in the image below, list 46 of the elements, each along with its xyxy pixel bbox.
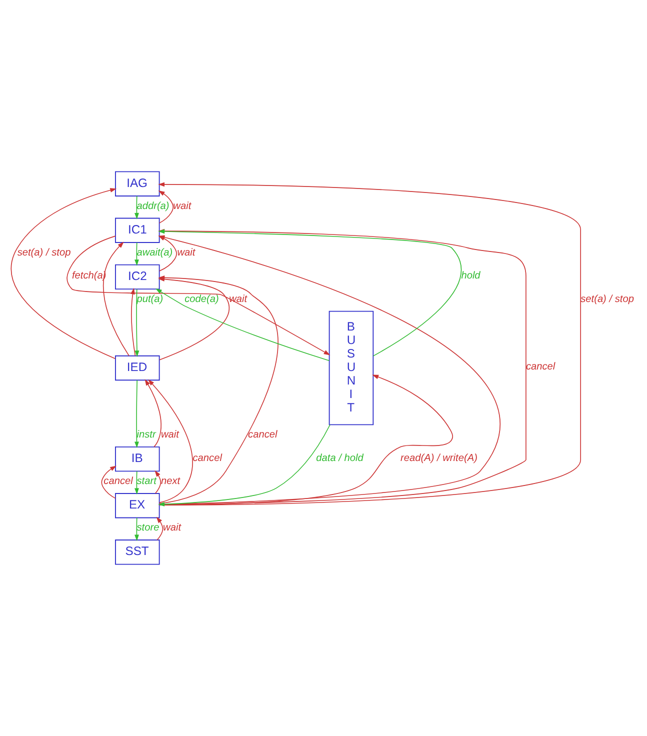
arrow [158,190,174,224]
edge-label: instr [136,429,156,440]
node-box: IED [115,355,160,381]
arrow [156,516,164,540]
arrow [134,242,139,266]
edge-label: cancel [192,452,222,464]
edge-label: wait [177,247,196,258]
edge-label: code(a) [184,294,219,305]
arrow [101,466,116,499]
edge-label: start [136,476,156,488]
arrow [155,288,330,362]
arrow [144,379,162,448]
edge-label: addr(a) [136,200,170,212]
edge-label: set(a) / stop [17,247,71,258]
arrow [134,196,139,220]
node-box: EX [115,493,160,518]
arrow [134,380,139,448]
edge-label: read(A) / write(A) [400,452,478,464]
arrow [148,379,193,504]
edge-label: cancel [248,429,278,440]
node-box: IAG [115,171,160,196]
edge-label: wait [173,200,192,212]
arrow [159,374,454,506]
edge-label: wait [229,294,248,305]
node-box: B U S U N I T [328,310,374,426]
edge-label: wait [163,522,182,534]
arrow [130,288,136,356]
node-box: IC1 [115,218,160,243]
edge-label: data / hold [316,452,364,464]
arrow [10,188,117,359]
arrow [103,242,130,356]
edge-label: hold [461,270,480,282]
edge-label: cancel [104,476,133,488]
arrow [134,288,140,357]
edge-label: store [136,522,160,534]
edge-label: next [161,476,180,488]
node-box: IC2 [115,264,160,290]
edge-label: wait [161,429,179,440]
node-box: IB [115,446,160,472]
node-box: SST [115,540,160,565]
edge-label: set(a) / stop [580,294,634,305]
arrow [134,518,139,542]
arrow [154,470,162,494]
arrow [134,470,139,495]
arrow [158,424,330,506]
edge-label: await(a) [136,247,173,258]
